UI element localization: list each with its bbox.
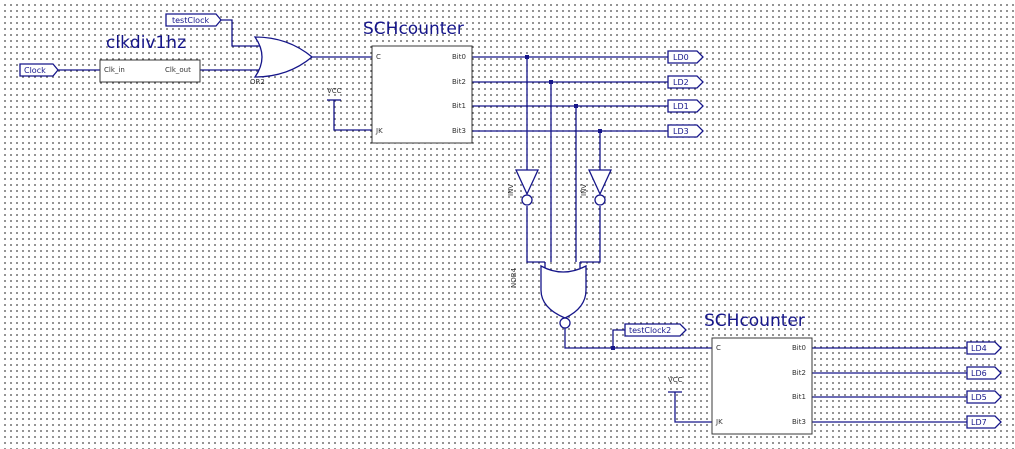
counter2-pin-jk: JK (715, 418, 723, 426)
port-ld6[interactable]: LD6 (966, 366, 1002, 380)
counter1-bit0: Bit0 (452, 53, 466, 61)
port-testclock-label: testClock (172, 16, 209, 25)
nor4-gate[interactable]: NOR4 (510, 264, 587, 329)
counter1-bit1: Bit1 (452, 102, 466, 110)
port-ld0-label: LD0 (673, 53, 689, 62)
port-ld5[interactable]: LD5 (966, 390, 1002, 404)
counter2-title: SCHcounter (704, 311, 805, 331)
port-ld2-label: LD2 (673, 78, 689, 87)
counter2-bit1: Bit1 (792, 393, 806, 401)
counter2-bit0: Bit0 (792, 344, 806, 352)
junction-dot (574, 104, 578, 108)
counter1-title: SCHcounter (363, 19, 464, 39)
port-ld1[interactable]: LD1 (667, 99, 704, 113)
port-ld6-label: LD6 (971, 369, 987, 378)
inv1-label: INV (507, 184, 515, 196)
schcounter-1[interactable]: SCHcounter C JK Bit0 Bit2 Bit1 Bit3 (363, 19, 473, 144)
inv-gate-2[interactable]: INV (580, 169, 613, 206)
counter2-bit3: Bit3 (792, 418, 806, 426)
vcc-label-2: VCC (668, 376, 683, 384)
port-testclock2[interactable]: testClock2 (624, 323, 687, 337)
junction-dot (598, 129, 602, 133)
port-testclock[interactable]: testClock (165, 13, 222, 27)
junction-dot (549, 80, 553, 84)
clkdiv1hz-block[interactable]: clkdiv1hz Clk_in Clk_out (99, 33, 201, 83)
port-ld7[interactable]: LD7 (966, 415, 1002, 429)
schcounter-2[interactable]: SCHcounter C JK Bit0 Bit2 Bit1 Bit3 (704, 311, 813, 435)
port-ld3-label: LD3 (673, 127, 689, 136)
port-clock-label: Clock (24, 66, 46, 75)
port-clock[interactable]: Clock (19, 63, 59, 77)
or2-label: OR2 (250, 78, 265, 86)
vcc-label-1: VCC (327, 87, 342, 95)
junction-dot (611, 346, 615, 350)
port-ld7-label: LD7 (971, 418, 987, 427)
inv-gate-1[interactable]: INV (507, 169, 540, 206)
inv2-label: INV (580, 184, 588, 196)
counter1-pin-c: C (376, 53, 381, 61)
port-ld3[interactable]: LD3 (667, 124, 704, 138)
port-ld0[interactable]: LD0 (667, 50, 704, 64)
port-ld2[interactable]: LD2 (667, 75, 704, 89)
counter1-bit3: Bit3 (452, 127, 466, 135)
port-ld4-label: LD4 (971, 344, 987, 353)
port-testclock2-label: testClock2 (629, 326, 671, 335)
port-ld5-label: LD5 (971, 393, 987, 402)
counter2-pin-c: C (716, 344, 721, 352)
clkdiv-title: clkdiv1hz (106, 33, 186, 53)
clkdiv-pin-in: Clk_in (104, 66, 125, 74)
or2-gate[interactable]: OR2 (250, 36, 314, 86)
port-ld1-label: LD1 (673, 102, 689, 111)
wires (58, 19, 967, 423)
clkdiv-pin-out: Clk_out (165, 66, 191, 74)
counter1-bit2: Bit2 (452, 78, 466, 86)
port-ld4[interactable]: LD4 (966, 341, 1002, 355)
junctions (525, 55, 615, 350)
nor4-label: NOR4 (510, 267, 518, 288)
counter1-pin-jk: JK (375, 127, 383, 135)
counter2-bit2: Bit2 (792, 369, 806, 377)
junction-dot (525, 55, 529, 59)
